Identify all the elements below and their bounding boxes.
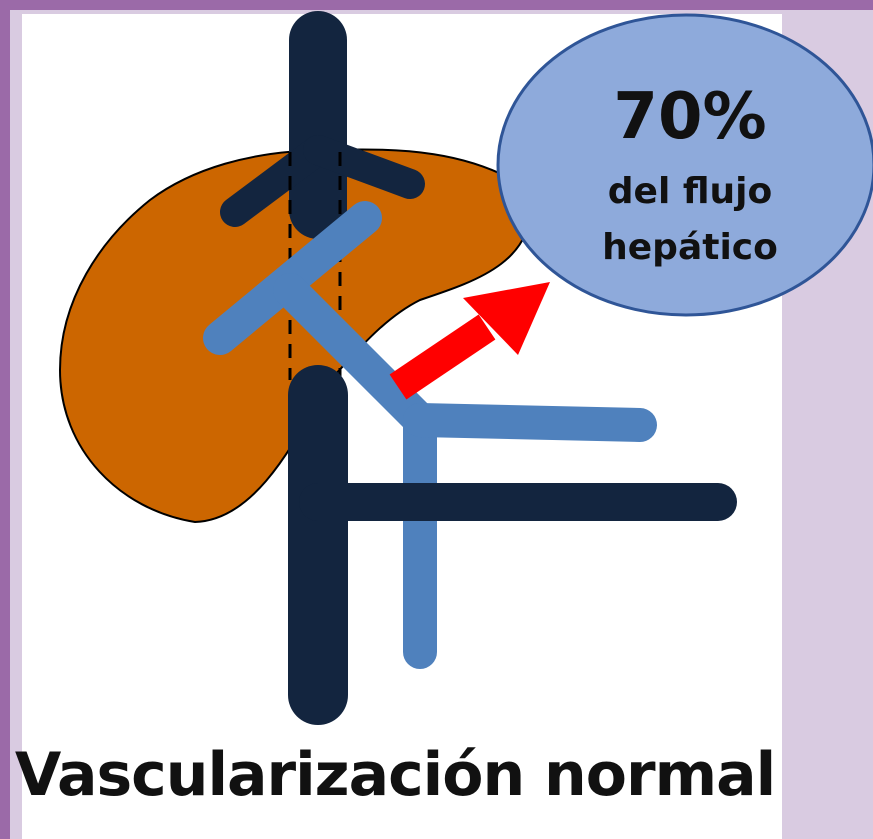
diagram-caption: Vascularización normal — [0, 740, 790, 810]
hepatic-veins — [235, 40, 410, 212]
flow-label-line2: hepático — [560, 226, 820, 270]
flow-label-line1: del flujo — [560, 170, 820, 214]
flow-bubble — [498, 15, 873, 315]
flow-percentage: 70% — [560, 82, 820, 152]
inferior-vena-cava — [318, 395, 718, 695]
